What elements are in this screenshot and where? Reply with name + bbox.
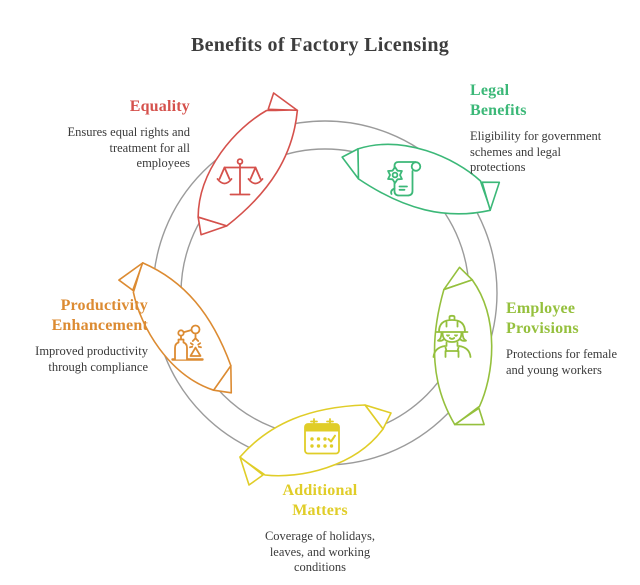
- certificate-scroll-icon: [387, 161, 422, 197]
- segment-description: Improved productivity through compliance: [35, 344, 148, 374]
- segment-description: Eligibility for government schemes and l…: [470, 129, 602, 174]
- segment-label-employee-provisions: Employee Provisions Protections for fema…: [506, 299, 636, 378]
- scales-of-justice-icon: [216, 158, 264, 196]
- segment-title: Legal Benefits: [470, 82, 527, 119]
- calendar-check-icon: [304, 418, 340, 455]
- segment-title: Equality: [129, 98, 190, 115]
- segment-label-legal-benefits: Legal Benefits Eligibility for governmen…: [470, 81, 630, 176]
- segment-description: Coverage of holidays, leaves, and workin…: [264, 529, 376, 574]
- segment-description: Protections for female and young workers: [506, 347, 618, 377]
- banner-additional-matters: [239, 404, 392, 486]
- segment-title: Productivity Enhancement: [51, 297, 148, 334]
- segment-title: Additional Matters: [282, 482, 358, 519]
- segment-label-productivity-enhancement: Productivity Enhancement Improved produc…: [0, 296, 148, 375]
- page-title: Benefits of Factory Licensing: [190, 34, 450, 56]
- segment-label-equality: Equality Ensures equal rights and treatm…: [20, 97, 190, 172]
- segment-description: Ensures equal rights and treatment for a…: [67, 125, 190, 170]
- segment-label-additional-matters: Additional Matters Coverage of holidays,…: [230, 481, 410, 576]
- robotic-arm-icon: [171, 324, 204, 361]
- segment-title: Employee Provisions: [506, 300, 579, 337]
- female-worker-icon: [432, 314, 472, 358]
